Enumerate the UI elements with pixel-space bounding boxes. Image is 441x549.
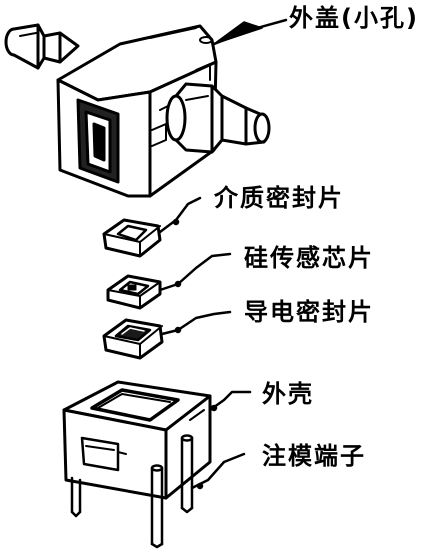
label-sensor-chip: 硅传感芯片 (244, 244, 374, 272)
sensor-chip-part (106, 274, 162, 310)
molded-pins (70, 434, 194, 549)
leader-shell (208, 390, 252, 412)
media-seal-part (102, 218, 162, 258)
leader-cover (212, 18, 288, 46)
conductive-seal-part (102, 318, 164, 360)
leader-conductive-seal (160, 310, 232, 336)
right-hose-barb (165, 82, 271, 154)
label-outer-shell: 外壳 (262, 380, 314, 408)
leader-media-seal (158, 196, 202, 234)
outer-shell (62, 380, 212, 500)
label-molded-pins: 注模端子 (262, 442, 366, 470)
leader-sensor-chip (158, 252, 232, 292)
label-outer-cover: 外盖(小孔) (289, 4, 419, 32)
leader-pins (190, 452, 246, 490)
label-conductive-seal: 导电密封片 (244, 298, 374, 326)
left-hose-barb (4, 23, 80, 70)
label-media-seal: 介质密封片 (214, 184, 344, 212)
outer-cover (4, 23, 271, 198)
